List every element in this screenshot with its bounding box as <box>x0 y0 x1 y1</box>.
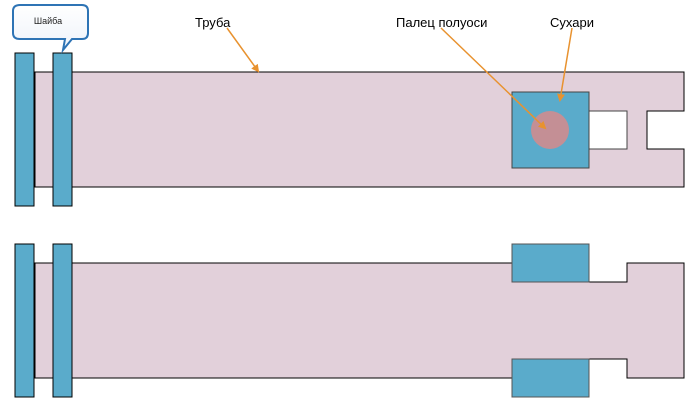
axle-pin-circle <box>531 111 569 149</box>
crackers-block-upper <box>511 243 590 283</box>
top-assembly <box>14 52 685 207</box>
washer-outer-top <box>14 52 35 207</box>
pipe-arrow <box>226 27 260 73</box>
axle-pin-label: Палец полуоси <box>396 15 487 30</box>
washer-callout: Шайба <box>12 4 89 54</box>
washer-outer-bottom <box>14 243 35 398</box>
crackers-label: Сухари <box>550 15 594 30</box>
crackers-arrow <box>557 27 573 102</box>
pipe-label: Труба <box>195 15 231 30</box>
axle-pin-arrow <box>440 27 547 130</box>
bottom-assembly <box>14 243 685 398</box>
washer-inner-bottom <box>52 243 73 398</box>
washer-label: Шайба <box>34 16 62 26</box>
slot-window <box>588 110 628 150</box>
crackers-block-lower <box>511 358 590 398</box>
washer-inner-top <box>52 52 73 207</box>
